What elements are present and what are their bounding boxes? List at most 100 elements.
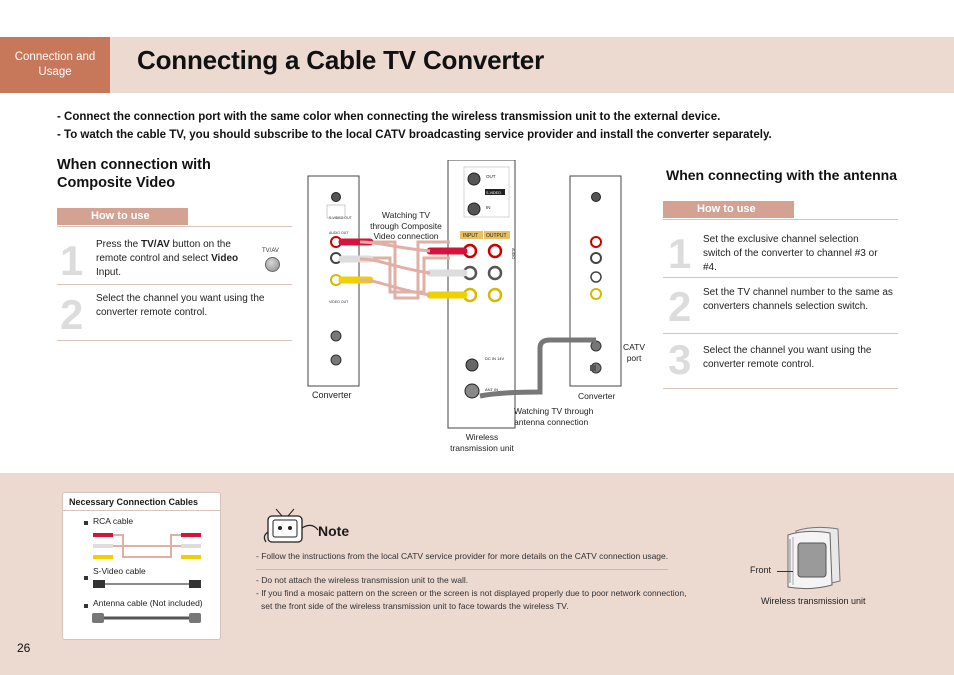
front-leader-line (777, 571, 793, 572)
port-output-label: OUTPUT (486, 233, 507, 239)
divider (57, 226, 292, 227)
svideo-badge (485, 189, 505, 195)
composite-heading: When connection with Composite Video (57, 156, 211, 192)
port-svideo-label: S-VIDEO (486, 191, 501, 195)
port-ant-label: ANT IN (485, 387, 498, 392)
port-dc-label: DC IN 14V (485, 356, 504, 361)
composite-heading-line1: When connection with (57, 157, 211, 173)
rca-input-ports (462, 243, 503, 303)
front-label: Front (750, 565, 772, 575)
divider (57, 340, 292, 341)
watching-antenna-label: Watching TV through antenna connection (514, 406, 593, 427)
port-audio-label: AUDIO (511, 248, 515, 259)
step-text-part: button on the remote control and select (96, 239, 231, 264)
note-line-4: set the front side of the wireless trans… (261, 601, 569, 611)
step-text-part: Press the (96, 239, 142, 250)
wireless-unit-device-icon (787, 526, 841, 590)
note-line-3: - If you find a mosaic pattern on the sc… (256, 588, 687, 598)
left-converter-label: Converter (312, 390, 352, 400)
catv-port-line: CATV (623, 342, 646, 352)
conv-audio-label: AUDIO OUT (329, 231, 349, 235)
watching-composite-line: through Composite (370, 220, 442, 231)
conv-video-label: VIDEO OUT (329, 300, 349, 304)
step-text-bold: Video (211, 253, 239, 264)
input-badge (460, 231, 483, 239)
step-text-part: Input. (96, 267, 122, 278)
bullet-icon (84, 576, 88, 580)
rca-cable-label: RCA cable (93, 516, 134, 526)
antenna-step-1-text: Set the exclusive channel selection swit… (703, 234, 878, 273)
ant-in-port (464, 383, 480, 399)
output-badge (484, 231, 510, 239)
divider (663, 333, 898, 334)
wireless-unit-line: transmission unit (450, 442, 514, 453)
step-number: 1 (60, 237, 84, 284)
antenna-cable-icon (92, 613, 201, 623)
composite-step-2-text: Select the channel you want using the co… (96, 293, 265, 318)
watching-composite-line: Watching TV (381, 210, 431, 220)
note-title: Note (318, 523, 350, 539)
step-number: 2 (668, 283, 692, 330)
port-out-label: OUT (486, 174, 496, 179)
divider (57, 284, 292, 285)
page-title: Connecting a Cable TV Converter (137, 45, 544, 75)
note-mascot-icon (263, 508, 319, 543)
rca-loop (360, 256, 450, 294)
wireless-unit-line: Wireless (465, 432, 499, 442)
svideo-cable-label: S-Video cable (93, 566, 146, 576)
page-number: 26 (17, 641, 31, 655)
header-band (0, 37, 954, 93)
wireless-unit-label: Wireless transmission unit (440, 432, 524, 453)
svideo-cable-icon (93, 580, 201, 588)
step-number: 2 (60, 291, 84, 338)
bullet-icon (84, 521, 88, 525)
watching-antenna-line: antenna connection (514, 416, 589, 427)
step-text-bold: TV/AV (141, 239, 170, 250)
step-number: 1 (668, 230, 692, 277)
section-tab-line2: Usage (38, 66, 72, 78)
divider (663, 388, 898, 389)
rca-wire (359, 278, 431, 297)
rca-wire (359, 257, 431, 275)
wireless-unit-caption: Wireless transmission unit (761, 596, 866, 606)
antenna-cable-label: Antenna cable (Not included) (93, 598, 203, 608)
cables-title: Necessary Connection Cables (69, 497, 199, 507)
tvav-label: TV/AV (262, 248, 279, 254)
antenna-step-3-text: Select the channel you want using the co… (703, 345, 872, 370)
tvav-button-icon (265, 257, 280, 272)
left-converter-ports (326, 192, 346, 366)
note-line-2: - Do not attach the wireless transmissio… (256, 575, 469, 585)
divider (63, 510, 220, 511)
catv-port-line: port (626, 352, 642, 363)
intro-bullet-1: - Connect the connection port with the s… (57, 111, 721, 123)
dc-in-port (465, 358, 479, 372)
antenna-step-2-text: Set the TV channel number to the same as… (703, 287, 893, 312)
intro-bullet-2: - To watch the cable TV, you should subs… (57, 129, 772, 141)
divider (663, 277, 898, 278)
watching-composite-line: Video connection (373, 231, 439, 241)
port-in-label: IN (486, 205, 491, 210)
catv-port-label: CATV port (623, 342, 645, 363)
cables-box: Necessary Connection Cables RCA cable S-… (62, 492, 221, 640)
conv-svideo-label: S-VIDEO OUT (329, 216, 353, 220)
svideo-out-port (467, 172, 481, 186)
rca-wire (359, 240, 431, 253)
divider (663, 219, 898, 220)
antenna-cable (479, 337, 596, 399)
antenna-heading: When connecting with the antenna (666, 167, 897, 183)
rca-cable-icon (93, 533, 201, 559)
rca-loop (360, 240, 450, 300)
bullet-icon (84, 604, 88, 608)
composite-step-1-text: Press the TV/AV button on the remote con… (96, 238, 256, 280)
right-converter-label: Converter (578, 391, 616, 401)
how-to-use-bar: How to use (663, 201, 794, 218)
composite-heading-line2: Composite Video (57, 175, 176, 191)
step-number: 3 (668, 336, 692, 383)
watching-composite-label: Watching TV through Composite Video conn… (362, 210, 450, 242)
note-divider (256, 569, 668, 570)
section-tab-line1: Connection and (14, 51, 96, 63)
watching-antenna-line: Watching TV through (514, 406, 594, 416)
how-to-use-bar: How to use (57, 208, 188, 225)
svideo-in-port (467, 202, 481, 216)
